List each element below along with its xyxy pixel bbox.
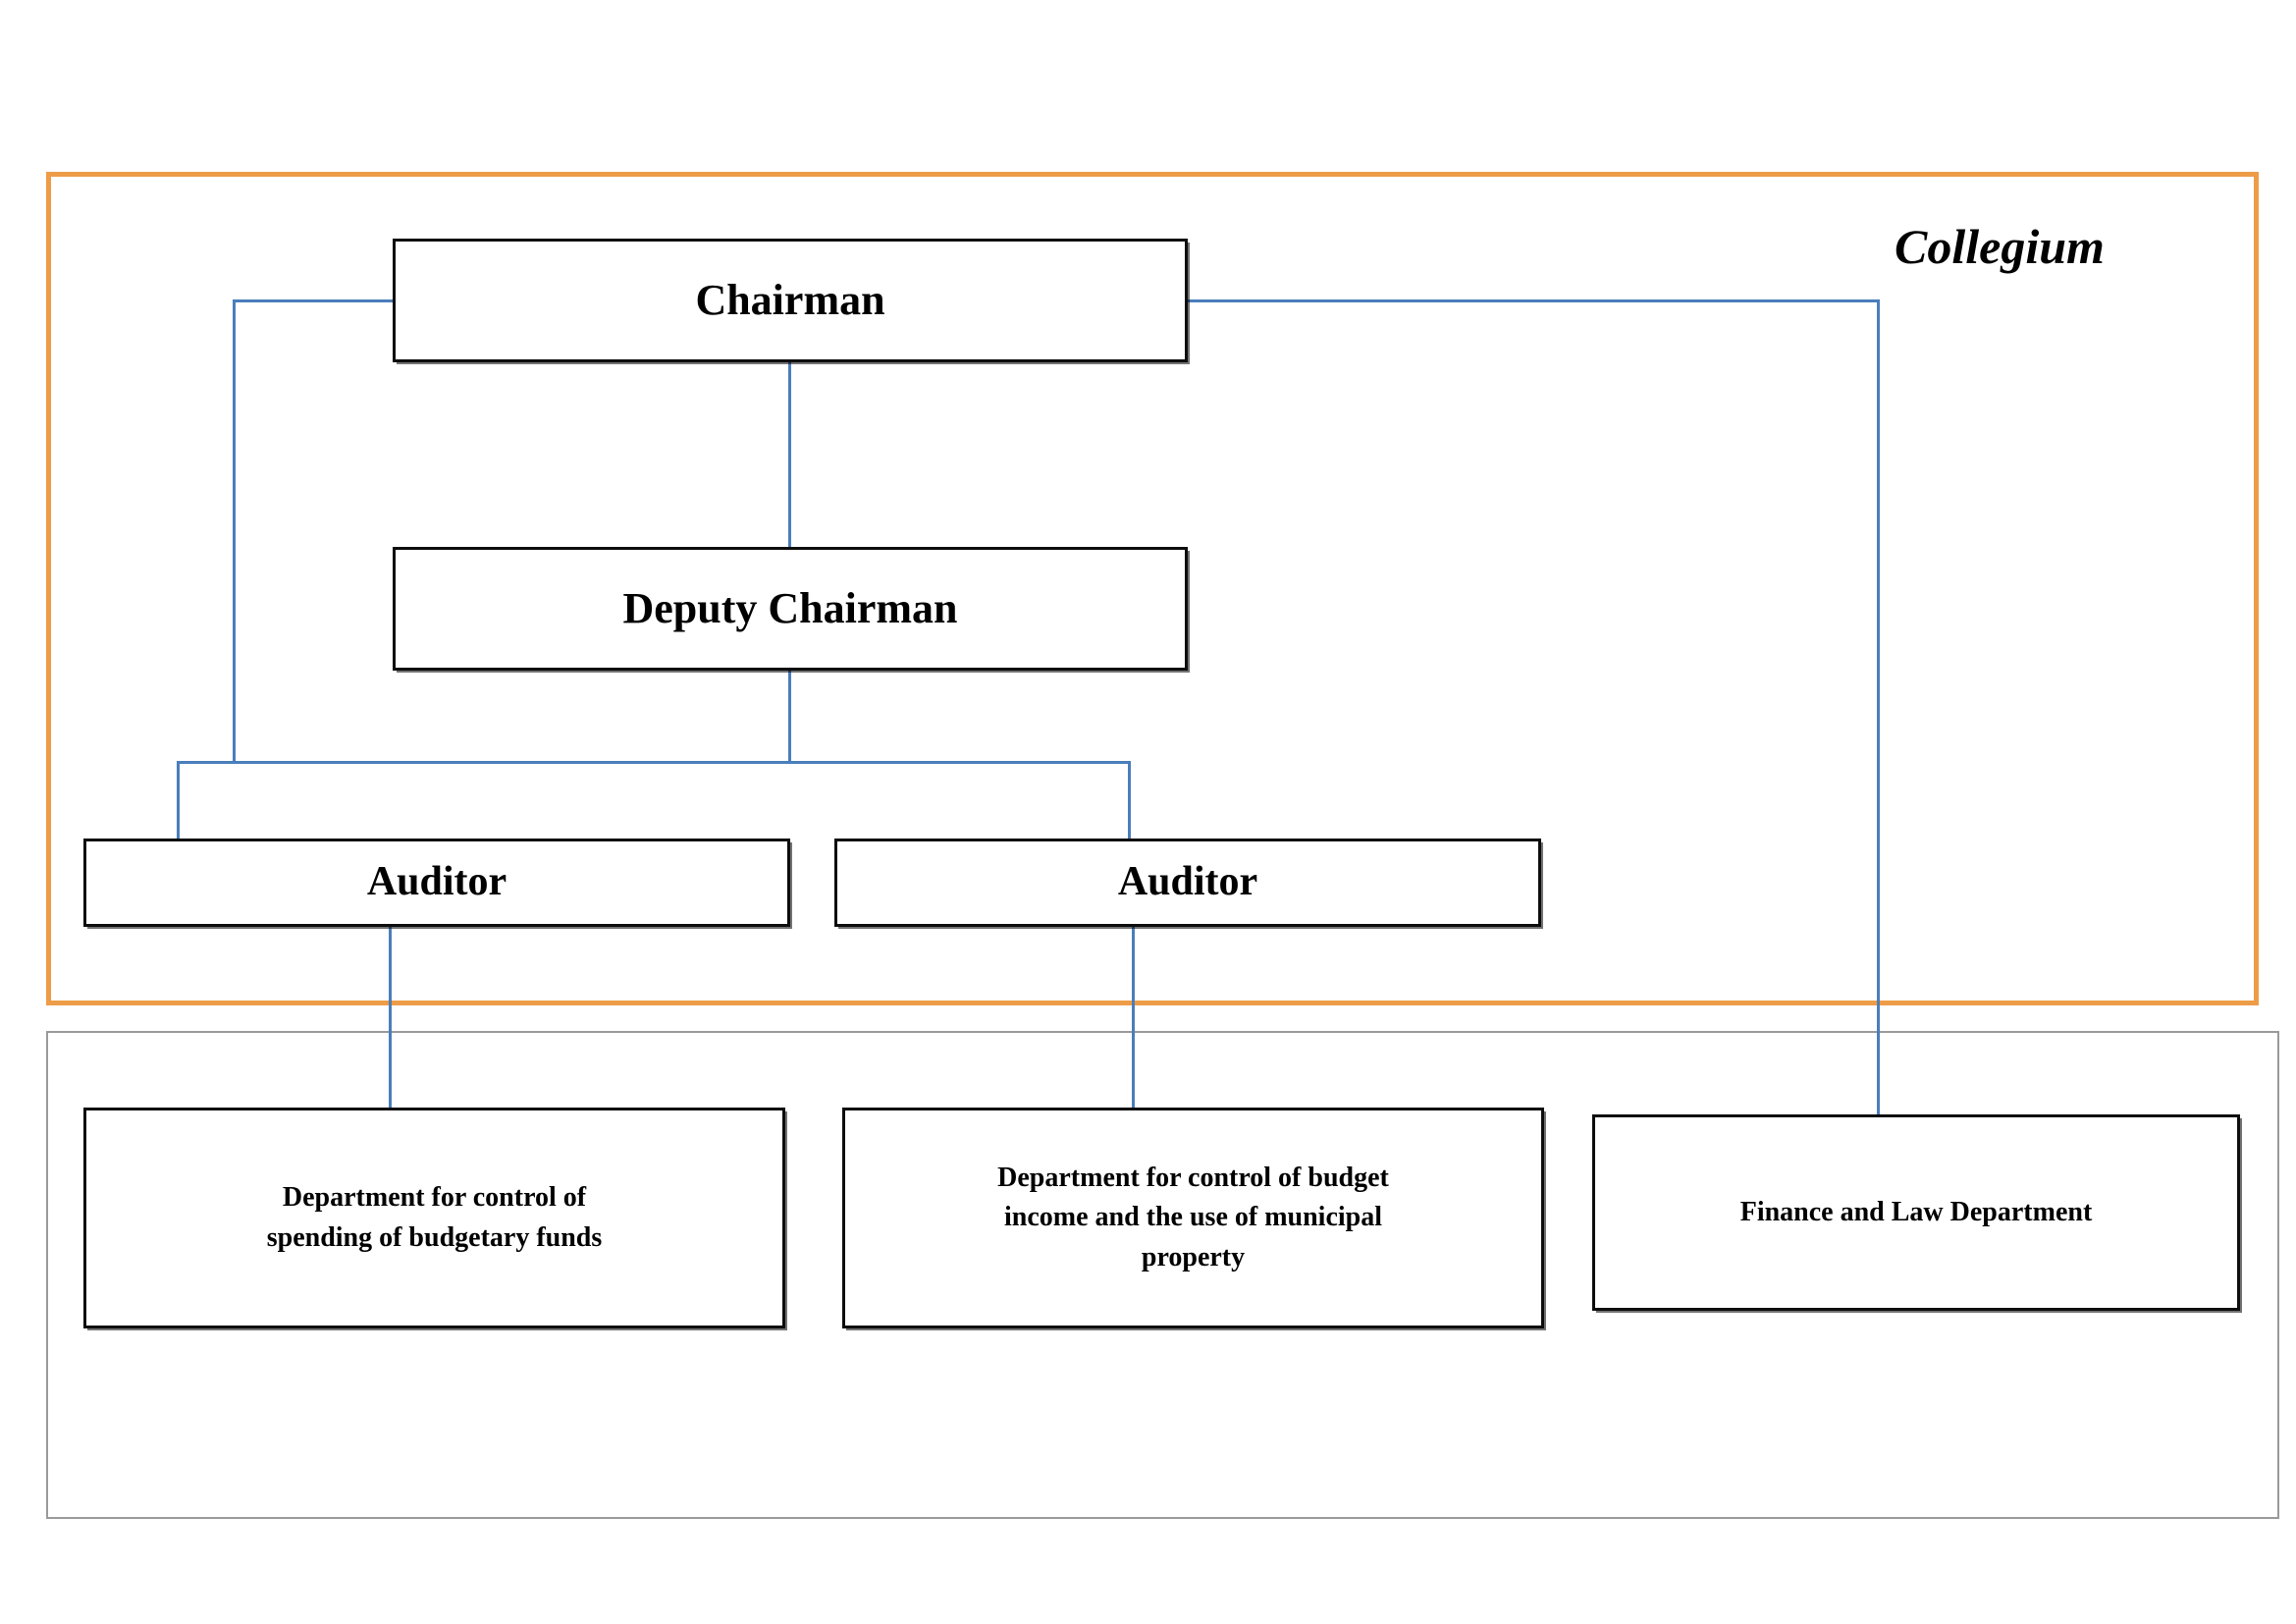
connector-deputy-to-auditor-bus xyxy=(788,671,791,764)
connector-left-spine-vertical xyxy=(233,299,236,763)
connector-auditor-2-to-department-2 xyxy=(1132,927,1135,1109)
node-department-budget-income-label: Department for control of budget income … xyxy=(997,1162,1389,1272)
connector-chairman-to-left-spine xyxy=(233,299,396,302)
node-auditor-1[interactable]: Auditor xyxy=(83,839,790,927)
node-department-budget-spending[interactable]: Department for control of spending of bu… xyxy=(83,1108,785,1328)
collegium-frame xyxy=(46,172,2259,1005)
node-auditor-2-label: Auditor xyxy=(1117,859,1258,905)
node-deputy-chairman-label: Deputy Chairman xyxy=(622,583,958,632)
node-department-finance-law[interactable]: Finance and Law Department xyxy=(1592,1114,2240,1311)
collegium-label: Collegium xyxy=(1895,219,2105,274)
node-department-finance-law-label: Finance and Law Department xyxy=(1739,1196,2093,1227)
connector-auditor-1-to-department-1 xyxy=(389,927,392,1109)
connector-chairman-to-right-spine xyxy=(1185,299,1880,302)
connector-right-spine-to-department-3 xyxy=(1877,299,1880,1115)
node-deputy-chairman[interactable]: Deputy Chairman xyxy=(393,547,1188,671)
connector-bus-to-auditor-2 xyxy=(1128,761,1131,839)
node-department-budget-income[interactable]: Department for control of budget income … xyxy=(842,1108,1544,1328)
node-chairman-label: Chairman xyxy=(695,275,885,324)
node-department-budget-spending-label: Department for control of spending of bu… xyxy=(266,1181,603,1253)
connector-auditor-bus xyxy=(177,761,1131,764)
connector-bus-to-auditor-1 xyxy=(177,761,180,839)
apparatus-frame xyxy=(46,1031,2279,1519)
connector-chairman-to-deputy xyxy=(788,362,791,548)
node-chairman[interactable]: Chairman xyxy=(393,239,1188,362)
node-auditor-1-label: Auditor xyxy=(366,859,507,905)
node-auditor-2[interactable]: Auditor xyxy=(834,839,1541,927)
